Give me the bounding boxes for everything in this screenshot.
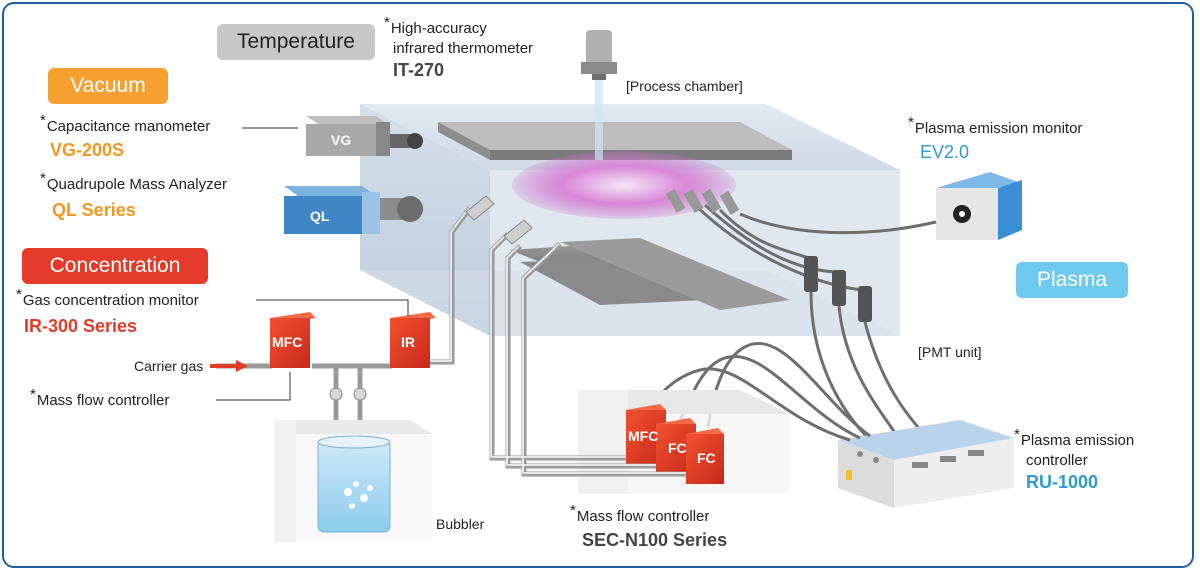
emission-controller-device — [838, 420, 1014, 508]
emission-controller-desc-line1: Plasma emission — [1020, 432, 1135, 449]
valves — [329, 387, 367, 401]
thermometer-desc-line1: High-accuracy — [390, 20, 487, 37]
asterisk: * — [570, 502, 576, 519]
mass-analyzer-model: QL Series — [52, 200, 136, 220]
thermometer-desc: *High-accuracy — [384, 14, 487, 37]
emission-controller-desc-line2: controller — [1026, 452, 1088, 469]
thermometer-desc-line2: infrared thermometer — [393, 40, 534, 57]
mfc-desc: *Mass flow controller — [30, 386, 170, 409]
asterisk: * — [16, 286, 22, 303]
emission-monitor-desc: *Plasma emission monitor — [908, 114, 1083, 137]
ql-device — [284, 186, 423, 234]
sec-units — [626, 404, 724, 484]
manometer-desc-text: Capacitance manometer — [46, 118, 211, 135]
gas-monitor-model: IR-300 Series — [24, 316, 138, 336]
sec-mfc-label: MFC — [628, 428, 659, 444]
gas-pipes-highlight — [430, 207, 686, 474]
emission-controller-desc: *Plasma emission — [1014, 426, 1135, 449]
category-temperature: Temperature — [217, 24, 375, 60]
emission-monitor-model: EV2.0 — [920, 142, 970, 162]
bubbler — [274, 420, 432, 542]
sec-model: SEC-N100 Series — [582, 530, 728, 550]
pmt-unit-label: [PMT unit] — [918, 344, 982, 360]
manometer-model: VG-200S — [50, 140, 125, 160]
thermometer-model: IT-270 — [393, 60, 445, 80]
process-chamber-label: [Process chamber] — [626, 78, 743, 94]
emission-monitor-desc-text: Plasma emission monitor — [914, 120, 1083, 137]
mfc-box-label: MFC — [272, 334, 303, 350]
mass-analyzer-desc: *Quadrupole Mass Analyzer — [40, 170, 227, 193]
diagram-frame — [2, 2, 1194, 568]
sec-fc1-label: FC — [668, 440, 687, 456]
nozzles — [465, 195, 533, 245]
asterisk: * — [30, 386, 36, 403]
bubbler-label: Bubbler — [436, 516, 485, 532]
pmt-units — [804, 256, 872, 322]
process-chamber — [360, 80, 900, 336]
asterisk: * — [1014, 426, 1020, 443]
category-plasma: Plasma — [1016, 262, 1128, 298]
vg-label: VG — [331, 132, 352, 148]
fiber-heads — [665, 188, 740, 215]
emission-monitor-device — [936, 172, 1022, 240]
asterisk: * — [40, 170, 46, 187]
carrier-gas-arrow — [210, 360, 248, 372]
mass-analyzer-desc-text: Quadrupole Mass Analyzer — [46, 176, 227, 193]
mfc-desc-text: Mass flow controller — [36, 392, 170, 409]
manometer-desc: *Capacitance manometer — [40, 112, 211, 135]
ql-label: QL — [310, 208, 330, 224]
vg-device — [306, 116, 423, 156]
ir-box-label: IR — [401, 334, 415, 350]
asterisk: * — [908, 114, 914, 131]
concentration-units — [270, 312, 436, 368]
emission-controller-model: RU-1000 — [1026, 472, 1099, 492]
asterisk: * — [384, 14, 390, 31]
leader-lines — [216, 127, 409, 401]
carrier-gas-label: Carrier gas — [134, 358, 204, 374]
sec-desc: *Mass flow controller — [570, 502, 710, 525]
sec-desc-text: Mass flow controller — [576, 508, 710, 525]
category-concentration: Concentration — [22, 248, 208, 284]
gas-monitor-desc: *Gas concentration monitor — [16, 286, 199, 309]
asterisk: * — [40, 112, 46, 129]
thermometer-device — [581, 30, 617, 80]
sec-fc2-label: FC — [697, 450, 716, 466]
category-vacuum: Vacuum — [48, 68, 168, 104]
gas-monitor-desc-text: Gas concentration monitor — [22, 292, 199, 309]
